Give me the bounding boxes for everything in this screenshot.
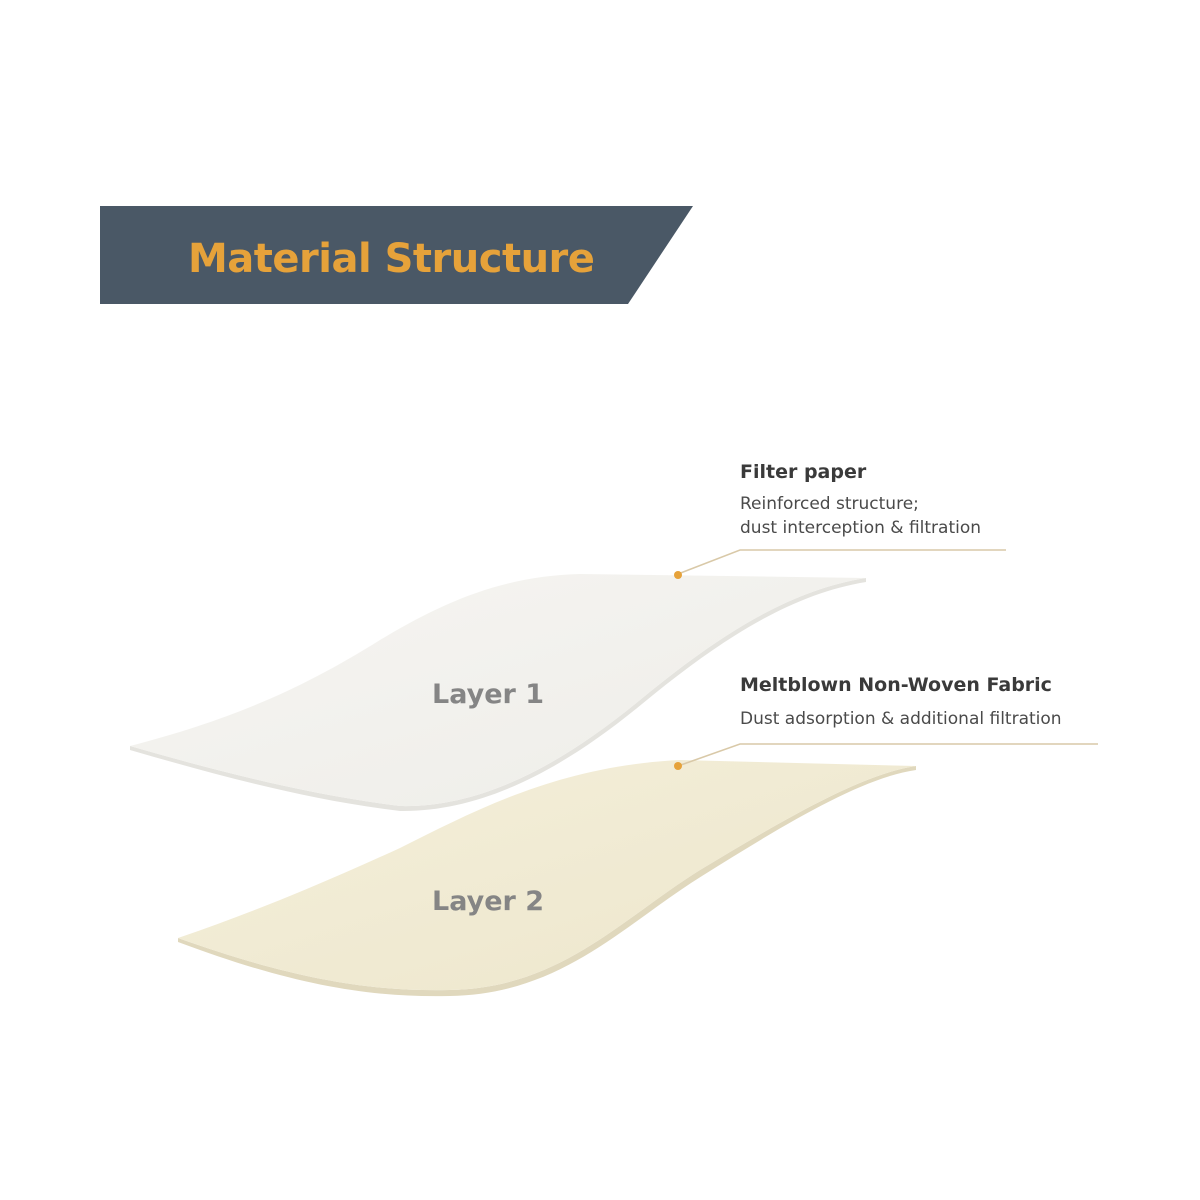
layer-1-sheet (130, 574, 866, 812)
callout-2-marker-dot (674, 762, 682, 770)
layer-1-edge (130, 578, 866, 812)
callout-2-title: Meltblown Non-Woven Fabric (740, 674, 1052, 696)
layer-2-label: Layer 2 (432, 886, 545, 917)
layer-1-face (130, 574, 866, 807)
callout-1-marker-dot (674, 571, 682, 579)
callout-1-description-line-2: dust interception & filtration (740, 518, 982, 538)
callout-1-leader (674, 549, 1006, 579)
callout-2-description-line-1: Dust adsorption & additional filtration (740, 709, 1062, 729)
callout-1-leader-line (677, 549, 1006, 575)
title-banner (100, 206, 693, 304)
layer-2-sheet (178, 760, 916, 997)
layer-2-face (178, 760, 916, 991)
layer-1-label: Layer 1 (432, 679, 545, 710)
title-banner-shape (100, 206, 693, 304)
callout-1-title: Filter paper (740, 461, 867, 483)
callout-2-leader-line (677, 743, 1098, 767)
callout-1-description-line-1: Reinforced structure; (740, 494, 919, 514)
callout-2-leader (674, 743, 1098, 770)
page-title: Material Structure (188, 236, 595, 282)
